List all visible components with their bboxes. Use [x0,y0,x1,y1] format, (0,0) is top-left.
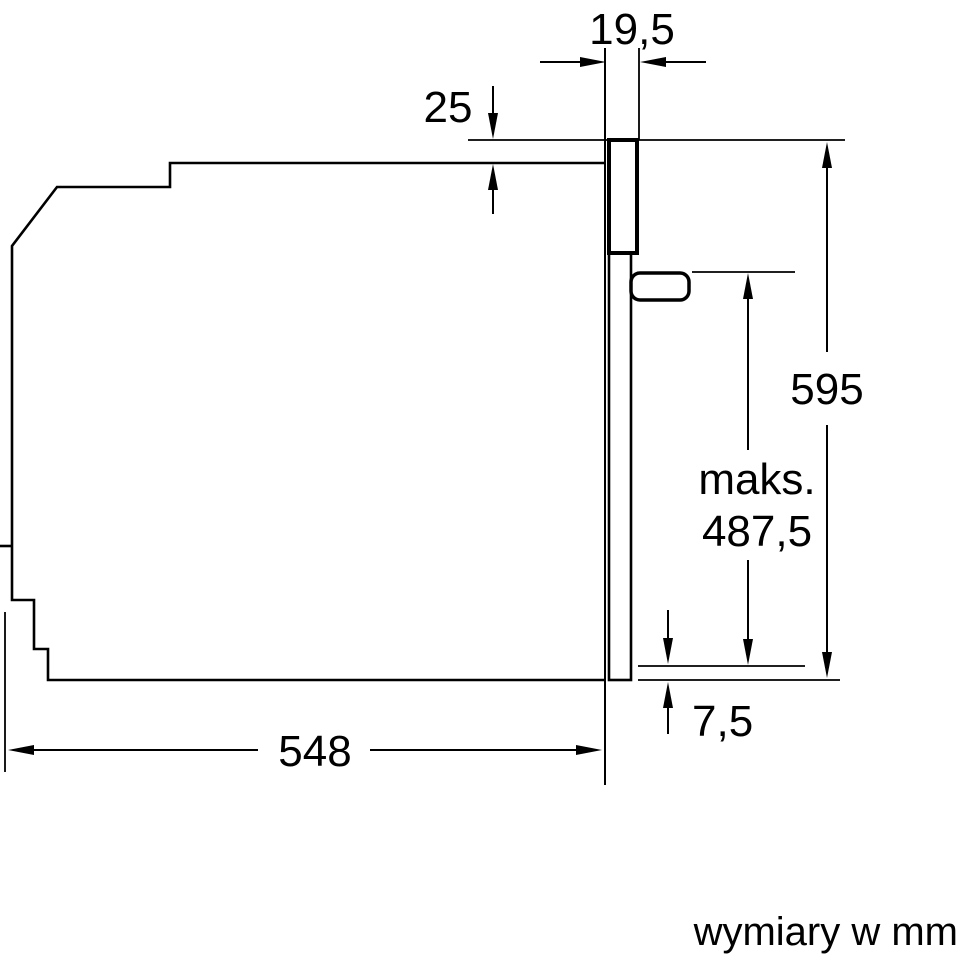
dim-body-depth-arrow-right [576,745,602,755]
dim-top-overhang: 25 [424,83,498,214]
door-handle [629,271,691,302]
unit-note: wymiary w mm [693,910,958,954]
dim-niche-height-arrow-down [822,652,832,678]
dim-body-depth: 548 [8,727,602,776]
dim-niche-height-arrow-up [822,142,832,168]
dim-body-depth-label: 548 [278,727,351,776]
dim-max-depth-prefix: maks. [698,455,815,504]
dim-door-protrusion-arrow-right-pointing [580,57,606,67]
door-front-frame [607,138,639,255]
dim-bottom-clearance-label: 7,5 [692,697,753,746]
dim-max-depth: maks. 487,5 [698,273,816,665]
door-panel [607,251,633,682]
dim-max-depth-arrow-up [743,273,753,299]
dim-bottom-clearance-arrow-up [663,682,673,708]
dim-top-overhang-arrow-down [488,113,498,139]
oven-body-outline [10,161,605,682]
dim-door-protrusion: 19,5 [540,5,706,67]
dim-bottom-clearance-arrow-down [663,638,673,664]
dim-body-depth-arrow-left [8,745,34,755]
oven-body [0,161,605,682]
dim-max-depth-label: 487,5 [702,507,812,556]
dim-niche-height: 595 [790,142,864,678]
extension-lines [4,48,845,772]
dim-door-protrusion-arrow-left-pointing [640,57,666,67]
oven-door [607,138,691,682]
dim-top-overhang-arrow-up [488,164,498,190]
dim-max-depth-arrow-down [743,639,753,665]
dim-top-overhang-label: 25 [424,83,473,132]
dim-niche-height-label: 595 [790,365,863,414]
dim-bottom-clearance: 7,5 [663,610,753,746]
dim-door-protrusion-label: 19,5 [589,5,675,54]
